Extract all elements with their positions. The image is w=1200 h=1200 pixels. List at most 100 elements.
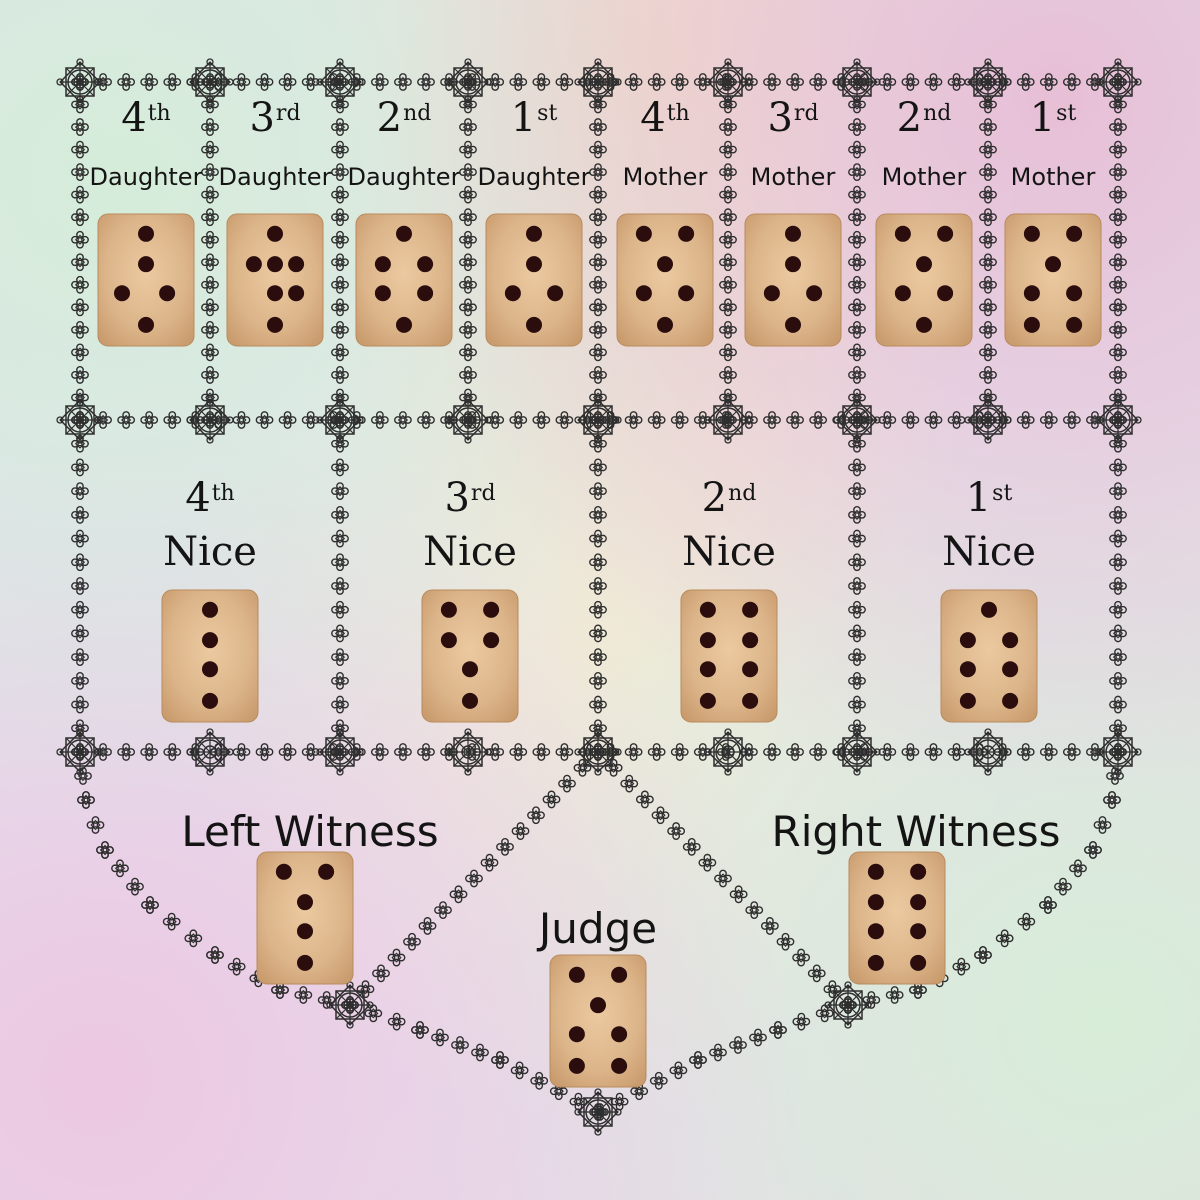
celtic-knot-icon — [1109, 208, 1127, 227]
celtic-knot-icon — [589, 208, 607, 227]
celtic-knot-icon — [689, 1051, 707, 1069]
mandala-medallion-icon — [326, 981, 374, 1029]
celtic-knot-icon — [1062, 411, 1081, 429]
pip — [635, 285, 652, 302]
mother-die — [744, 213, 842, 347]
celtic-knot-icon — [624, 73, 643, 91]
celtic-knot-icon — [649, 1071, 668, 1090]
celtic-knot-icon — [255, 411, 274, 429]
celtic-knot-icon — [924, 743, 943, 761]
celtic-knot-icon — [589, 624, 607, 643]
mandala-medallion-icon — [316, 396, 364, 444]
celtic-knot-icon — [1039, 896, 1057, 914]
celtic-knot-icon — [763, 411, 781, 429]
celtic-knot-icon — [589, 458, 607, 477]
celtic-knot-icon — [117, 411, 136, 429]
pip — [981, 601, 997, 618]
mandala-medallion-icon — [964, 58, 1012, 106]
pip — [159, 285, 176, 302]
celtic-knot-icon — [589, 275, 607, 294]
celtic-knot-icon — [589, 163, 607, 182]
pip — [1002, 661, 1019, 678]
celtic-knot-icon — [848, 163, 866, 182]
pip — [288, 256, 305, 273]
mandala-medallion-icon — [824, 981, 872, 1029]
pip — [1045, 256, 1061, 273]
celtic-knot-icon — [126, 877, 144, 896]
celtic-knot-icon — [1093, 816, 1112, 834]
pip — [699, 692, 716, 709]
celtic-knot-icon — [530, 1071, 549, 1090]
celtic-knot-icon — [511, 822, 530, 840]
celtic-knot-icon — [387, 1012, 406, 1031]
mandala-medallion-icon — [186, 58, 234, 106]
pip — [742, 661, 759, 678]
celtic-knot-icon — [331, 366, 349, 384]
pip — [202, 601, 218, 618]
celtic-knot-icon — [1016, 411, 1035, 429]
celtic-knot-icon — [1016, 73, 1035, 91]
pip — [267, 316, 283, 333]
celtic-knot-icon — [331, 140, 349, 159]
celtic-knot-icon — [719, 118, 737, 136]
niece-die — [680, 589, 778, 723]
celtic-knot-icon — [232, 743, 251, 761]
celtic-knot-icon — [589, 298, 607, 317]
celtic-knot-icon — [995, 929, 1014, 948]
celtic-knot-icon — [532, 411, 551, 429]
celtic-knot-icon — [449, 885, 468, 904]
mandala-medallion-icon — [574, 58, 622, 106]
celtic-knot-icon — [719, 253, 737, 272]
celtic-knot-icon — [331, 298, 349, 317]
celtic-knot-icon — [848, 320, 866, 339]
celtic-knot-icon — [491, 1051, 509, 1069]
celtic-knot-icon — [162, 912, 181, 931]
celtic-knot-icon — [201, 275, 219, 294]
pip — [1066, 316, 1083, 333]
celtic-knot-icon — [848, 275, 866, 294]
celtic-knot-icon — [809, 73, 828, 91]
celtic-knot-icon — [885, 986, 904, 1004]
celtic-knot-icon — [979, 320, 997, 339]
celtic-knot-icon — [459, 208, 477, 227]
celtic-knot-icon — [1109, 529, 1127, 548]
celtic-knot-icon — [1109, 185, 1127, 204]
celtic-knot-icon — [331, 671, 349, 690]
figure-dice — [97, 213, 1102, 1088]
daughter-die — [97, 213, 195, 347]
ordinal-suffix: rd — [275, 101, 301, 126]
ordinal-mother: 1st — [1030, 98, 1077, 138]
niece-die — [161, 589, 259, 723]
celtic-knot-icon — [394, 73, 412, 91]
celtic-knot-icon — [201, 185, 219, 204]
mandala-medallion-icon — [56, 396, 104, 444]
celtic-knot-icon — [979, 163, 997, 182]
pip — [374, 285, 391, 302]
celtic-knot-icon — [1109, 695, 1127, 714]
celtic-knot-icon — [201, 208, 219, 227]
pip — [867, 894, 884, 911]
pip — [138, 316, 154, 333]
celtic-knot-icon — [848, 553, 866, 572]
celtic-knot-icon — [232, 411, 251, 429]
pip — [742, 692, 759, 709]
celtic-knot-icon — [1109, 230, 1127, 249]
pip — [462, 661, 478, 678]
celtic-knot-icon — [979, 230, 997, 249]
ordinal-suffix: nd — [728, 481, 757, 506]
celtic-knot-icon — [394, 411, 412, 429]
celtic-knot-icon — [624, 743, 643, 761]
celtic-knot-icon — [486, 73, 505, 91]
celtic-knot-icon — [729, 885, 748, 904]
ordinal-number: 4 — [185, 475, 211, 521]
celtic-knot-icon — [1016, 743, 1035, 761]
celtic-knot-icon — [589, 648, 607, 667]
mandala-medallion-icon — [1094, 58, 1142, 106]
celtic-knot-icon — [141, 896, 159, 914]
ordinal-niece: 3rd — [444, 478, 495, 518]
ordinal-niece: 1st — [966, 478, 1013, 518]
celtic-knot-icon — [848, 624, 866, 643]
ordinal-niece: 4th — [185, 478, 234, 518]
ordinal-number: 1 — [965, 475, 992, 521]
celtic-knot-icon — [71, 298, 89, 317]
